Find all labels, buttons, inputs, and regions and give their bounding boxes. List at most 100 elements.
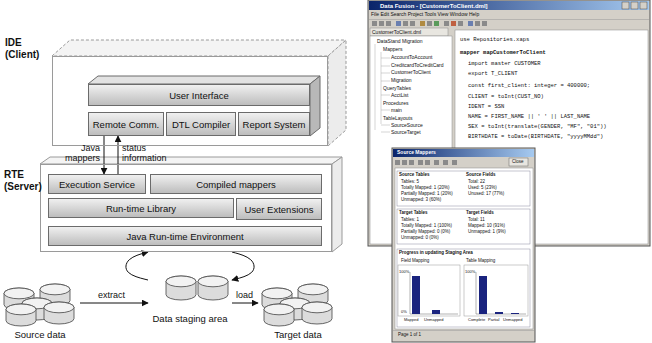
- database-top: [262, 288, 292, 299]
- screen-text: Field Mapping: [401, 259, 429, 264]
- layer-box: IDE (Client)User InterfaceRemote Comm.DT…: [52, 56, 328, 146]
- database-top: [166, 276, 196, 287]
- screen-text: Unmapped: 1 (9%): [468, 230, 506, 235]
- database-top: [44, 302, 74, 313]
- screen-text: File Edit Search Project Tools View Wind…: [371, 12, 479, 17]
- bar: [479, 276, 487, 314]
- screen-text: SEX = toInt(translate(GENDER, "MF", "01"…: [468, 124, 607, 130]
- screen-text: QueryTables: [383, 86, 411, 91]
- screen-text: Partially Mapped: 1 (20%): [401, 192, 453, 197]
- component-box: Compiled mappers: [150, 174, 322, 194]
- database-top: [198, 276, 228, 287]
- screen-text: NAME = FIRST_NAME || ' ' || LAST_NAME: [468, 114, 590, 120]
- edge-label: Java mappers: [54, 144, 100, 164]
- connector-arrow: [232, 252, 254, 280]
- database-cylinder: [302, 302, 332, 324]
- layer-heading: IDE (Client): [5, 37, 49, 60]
- screen-text: SourceSource: [391, 123, 423, 128]
- slab-side: [332, 157, 342, 252]
- data-store: Source data: [0, 280, 80, 340]
- node-label: Remote Comm.: [93, 119, 160, 130]
- database-top: [298, 284, 328, 295]
- data-store: Data staging area: [148, 268, 232, 324]
- screen-text: Partial: [488, 318, 499, 322]
- database-top: [6, 304, 36, 315]
- database-cylinder: [166, 276, 196, 300]
- screen-text: DataStand Migration: [377, 39, 423, 44]
- node-label: Execution Service: [59, 179, 135, 190]
- screen-text: AcctList: [391, 93, 409, 98]
- node-label: Run-time Library: [106, 203, 176, 214]
- component-box: Run-time Library: [48, 198, 234, 218]
- close-button: [509, 158, 528, 166]
- database-cylinder: [264, 304, 294, 326]
- block-top: [88, 76, 320, 84]
- bar: [432, 310, 440, 314]
- node-label: Target data: [274, 329, 322, 340]
- node-label: User Interface: [169, 90, 229, 101]
- screen-text: Page 1 of 1: [398, 333, 421, 338]
- connector-arrow: [118, 136, 119, 174]
- screen-text: mapper mapCustomerToClient: [460, 50, 546, 56]
- screen-text: Source Fields: [466, 173, 496, 178]
- screen-text: Migration: [391, 78, 412, 83]
- screen-text: Unmapped: [503, 318, 523, 322]
- report-window: [392, 148, 535, 342]
- database-top: [302, 302, 332, 313]
- component-box: Report System: [238, 112, 310, 136]
- screen-text: Table Mapping: [466, 259, 495, 264]
- screen-text: Unmapped: [424, 318, 444, 322]
- component-box: Java Run-time Environment: [48, 226, 322, 246]
- screen-text: IDENT = SSN: [468, 104, 504, 110]
- node-label: Data staging area: [153, 313, 228, 324]
- screen-text: Mapped: 10 (91%): [468, 224, 505, 229]
- screen-text: Target Fields: [466, 211, 494, 216]
- screen-text: Total: 11: [468, 218, 485, 223]
- component-box: User Interface: [88, 84, 310, 106]
- screen-text: Progress in updating Staging Area: [399, 251, 473, 256]
- screen-text: AccountToAccount: [391, 55, 432, 60]
- database-top: [264, 304, 294, 315]
- screen-text: main: [391, 108, 402, 113]
- database-top: [4, 288, 34, 299]
- screen-text: SourceTarget: [391, 130, 421, 135]
- connector-arrow: [104, 136, 105, 174]
- ide-window: [368, 0, 650, 246]
- screen-text: Unmapped: 0 (0%): [401, 236, 439, 241]
- database-top: [40, 284, 70, 295]
- component-box: Remote Comm.: [88, 112, 164, 136]
- layer-heading: RTE (Server): [4, 169, 40, 192]
- title-bar: [393, 149, 534, 157]
- screen-text: Total: 22: [468, 180, 485, 185]
- database-cylinder: [44, 302, 74, 324]
- slab-side: [328, 40, 346, 146]
- screen-text: Totally Mapped: 1 (100%): [401, 224, 452, 229]
- screen-text: Data Fusion - [CustomerToClient.dml]: [380, 3, 488, 9]
- screen-text: Tables: 5: [401, 180, 419, 185]
- screen-text: Unused: 17 (77%): [468, 192, 504, 197]
- section-frame: [397, 209, 530, 244]
- screen-text: Totally Mapped: 1 (20%): [401, 186, 450, 191]
- screen-text: import master CUSTOMER: [468, 61, 541, 67]
- screen-text: Tables: 1: [401, 218, 419, 223]
- bar-chart: [464, 265, 528, 316]
- node-label: DTL Compiler: [172, 119, 230, 130]
- edge-label: load: [236, 291, 260, 301]
- screen-text: Unmapped: 3 (60%): [401, 198, 441, 203]
- database-cylinder: [6, 304, 36, 326]
- screen-text: TableLayouts: [383, 116, 412, 121]
- screen-text: Procedures: [383, 101, 409, 106]
- screen-text: Source Mappers: [397, 150, 436, 155]
- edge-label: extract: [98, 291, 138, 301]
- connector-arrow: [80, 303, 148, 304]
- connector-arrow: [126, 252, 148, 280]
- edge-label: status information: [122, 144, 182, 164]
- section-frame: [397, 249, 530, 327]
- bar: [495, 312, 503, 314]
- node-label: Java Run-time Environment: [126, 231, 243, 242]
- layer-box: RTE (Server)Execution ServiceCompiled ma…: [40, 164, 332, 252]
- node-label: Compiled mappers: [196, 179, 276, 190]
- bar: [511, 313, 519, 314]
- component-box: Execution Service: [48, 174, 146, 194]
